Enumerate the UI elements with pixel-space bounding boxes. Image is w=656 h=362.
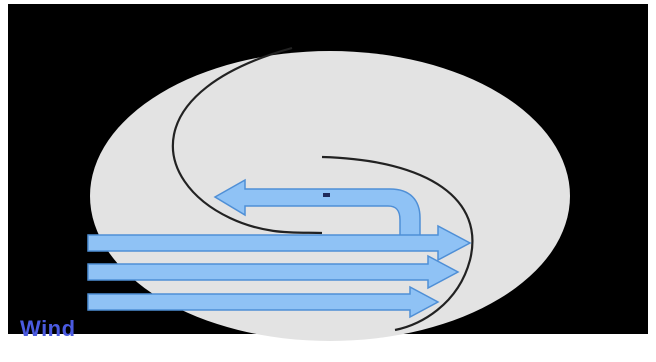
wind-label: Wind <box>20 316 76 341</box>
flow-marker <box>323 193 330 197</box>
